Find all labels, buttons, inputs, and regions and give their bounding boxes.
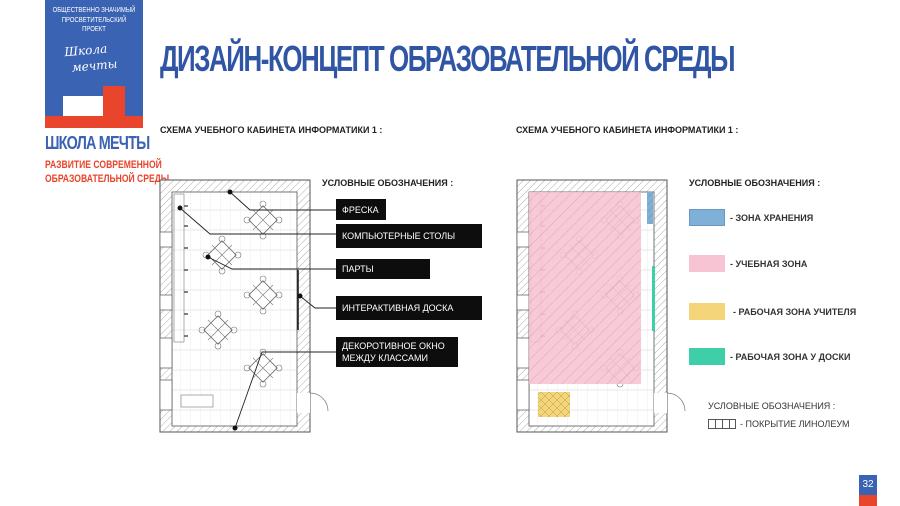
page-title: ДИЗАЙН-КОНЦЕПТ ОБРАЗОВАТЕЛЬНОЙ СРЕДЫ bbox=[160, 38, 735, 79]
tag-computer-desks: КОМПЬЮТЕРНЫЕ СТОЛЫ bbox=[336, 224, 482, 248]
brand-subtitle-line: ОБРАЗОВАТЕЛЬНОЙ СРЕДЫ bbox=[45, 173, 170, 185]
left-legend-title: УСЛОВНЫЕ ОБОЗНАЧЕНИЯ : bbox=[322, 178, 454, 188]
linoleum-swatch bbox=[708, 419, 736, 429]
tag-fresco: ФРЕСКА bbox=[336, 199, 386, 220]
brand-name: ШКОЛА МЕЧТЫ bbox=[45, 133, 150, 153]
legend-linoleum: - ПОКРЫТИЕ ЛИНОЛЕУМ bbox=[708, 419, 850, 429]
storage-zone bbox=[647, 192, 653, 224]
legend-storage: - ЗОНА ХРАНЕНИЯ bbox=[689, 209, 813, 226]
teacher-zone bbox=[538, 392, 570, 417]
board-swatch bbox=[689, 348, 725, 365]
legend-label: - ПОКРЫТИЕ ЛИНОЛЕУМ bbox=[740, 419, 850, 429]
page-number: 32 bbox=[859, 475, 877, 495]
study-zone bbox=[529, 192, 641, 384]
logo-top-text: ОБЩЕСТВЕННО ЗНАЧИМЫЙ ПРОСВЕТИТЕЛЬСКИЙ ПР… bbox=[52, 7, 136, 33]
logo-band bbox=[45, 116, 143, 128]
legend-board: - РАБОЧАЯ ЗОНА У ДОСКИ bbox=[689, 348, 850, 365]
page-number-accent bbox=[859, 495, 877, 506]
floor-legend-title: УСЛОВНЫЕ ОБОЗНАЧЕНИЯ : bbox=[708, 401, 836, 411]
tag-desks: ПАРТЫ bbox=[336, 259, 430, 279]
right-legend-title: УСЛОВНЫЕ ОБОЗНАЧЕНИЯ : bbox=[689, 178, 821, 188]
logo-house-shape bbox=[63, 96, 103, 116]
board-zone bbox=[652, 266, 655, 331]
tag-line: ДЕКОРОТИВНОЕ ОКНО bbox=[342, 341, 445, 351]
brand-subtitle-line: РАЗВИТИЕ СОВРЕМЕННОЙ bbox=[45, 159, 162, 171]
right-scheme-title: СХЕМА УЧЕБНОГО КАБИНЕТА ИНФОРМАТИКИ 1 : bbox=[516, 125, 739, 135]
logo-house-shape bbox=[103, 86, 125, 116]
legend-label: - ЗОНА ХРАНЕНИЯ bbox=[730, 212, 814, 223]
brand-subtitle: РАЗВИТИЕ СОВРЕМЕННОЙ ОБРАЗОВАТЕЛЬНОЙ СРЕД… bbox=[45, 158, 170, 186]
legend-study: - УЧЕБНАЯ ЗОНА bbox=[689, 255, 807, 272]
tag-interactive-board: ИНТЕРАКТИВНАЯ ДОСКА bbox=[336, 296, 482, 320]
study-swatch bbox=[689, 255, 725, 272]
legend-label: - РАБОЧАЯ ЗОНА УЧИТЕЛЯ bbox=[733, 306, 857, 317]
legend-teacher: - РАБОЧАЯ ЗОНА УЧИТЕЛЯ bbox=[689, 303, 856, 320]
left-floor-plan bbox=[160, 180, 336, 432]
right-floor-plan bbox=[517, 180, 685, 432]
tag-decorative-window: ДЕКОРОТИВНОЕ ОКНО МЕЖДУ КЛАССАМИ bbox=[336, 337, 458, 367]
storage-swatch bbox=[689, 209, 725, 226]
project-logo: ОБЩЕСТВЕННО ЗНАЧИМЫЙ ПРОСВЕТИТЕЛЬСКИЙ ПР… bbox=[45, 0, 143, 128]
legend-label: - РАБОЧАЯ ЗОНА У ДОСКИ bbox=[730, 351, 851, 362]
legend-label: - УЧЕБНАЯ ЗОНА bbox=[730, 258, 808, 269]
tag-line: МЕЖДУ КЛАССАМИ bbox=[342, 353, 428, 363]
teacher-swatch bbox=[689, 303, 725, 320]
left-scheme-title: СХЕМА УЧЕБНОГО КАБИНЕТА ИНФОРМАТИКИ 1 : bbox=[160, 125, 383, 135]
